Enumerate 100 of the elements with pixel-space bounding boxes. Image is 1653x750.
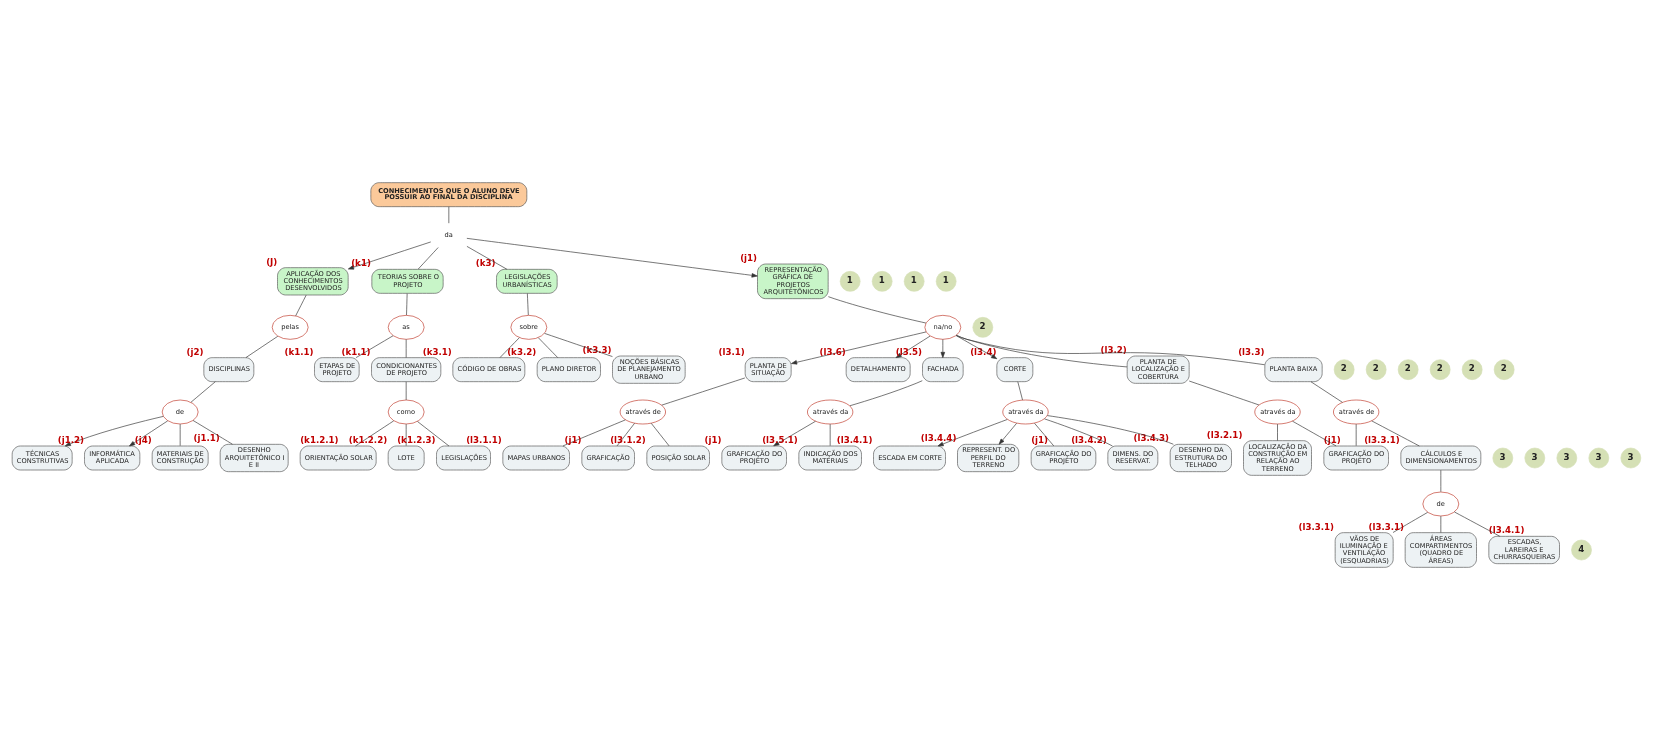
node-circle: 3	[1620, 447, 1642, 469]
arrow	[998, 422, 1017, 445]
node-circle: 3	[1492, 447, 1514, 469]
arrow	[895, 335, 931, 358]
node-circle: 1	[871, 271, 893, 292]
node-label: (l3.4.3)	[1133, 433, 1170, 444]
node-label: (l3.5.1)	[762, 434, 798, 445]
connector	[1188, 380, 1260, 406]
node-label: (j4)	[134, 434, 152, 445]
node-label: (k1.1)	[341, 346, 371, 357]
node-circle: 2	[1397, 359, 1419, 380]
arrow	[773, 420, 816, 447]
connector	[562, 419, 626, 447]
connector	[544, 333, 613, 357]
node-label: (l3.4.1)	[836, 434, 873, 445]
node-circle: 3	[1588, 447, 1610, 469]
node-label: (l3.6)	[819, 346, 846, 357]
node-circle: 2	[1333, 359, 1355, 380]
node-circle: 3	[1524, 447, 1546, 469]
node-label: (l3.2.1)	[1206, 429, 1243, 440]
node-label: (l3.4.1)	[1488, 525, 1525, 536]
node-label: (k1.2.1)	[300, 434, 339, 445]
connector	[417, 247, 439, 270]
node-label: (k3.1)	[422, 346, 452, 357]
node-label: (k3.2)	[507, 346, 537, 357]
connector	[537, 337, 559, 358]
arrow	[937, 419, 1008, 447]
node-label: (l3.3.1)	[1368, 521, 1405, 532]
node-circle: 2	[1429, 359, 1451, 380]
connector	[499, 337, 520, 358]
node-label: (l3.1.1)	[466, 434, 502, 445]
connector	[466, 246, 508, 270]
node-label: (l3.4.4)	[920, 433, 957, 444]
arrow	[129, 420, 169, 447]
connector	[1017, 381, 1023, 401]
node-label: (j1)	[564, 434, 582, 445]
node-label: (k3.3)	[582, 344, 612, 355]
node-label: (j1.1)	[193, 433, 220, 444]
node-label: (j1.2)	[57, 434, 85, 445]
node-label: (l3.4.2)	[1071, 434, 1107, 445]
connector	[417, 421, 450, 447]
connector	[405, 339, 407, 358]
arrow	[955, 335, 998, 360]
connector	[650, 422, 670, 447]
connector	[190, 381, 216, 403]
node-label: (k1.2.3)	[397, 434, 436, 445]
connector	[955, 335, 1265, 366]
node-circle: 1	[839, 271, 861, 292]
connector	[1277, 423, 1278, 441]
connector	[1392, 512, 1428, 533]
connector	[956, 334, 1128, 368]
node-circle: 2	[1493, 359, 1515, 380]
node-label: (l3.3.1)	[1364, 434, 1400, 445]
connector	[406, 293, 408, 316]
node-circle: 2	[1365, 359, 1387, 380]
node-label: (l3.3)	[1238, 346, 1265, 357]
connector	[245, 335, 279, 358]
connector	[1047, 415, 1174, 445]
connector	[849, 380, 923, 407]
node-label: (l3.3.1)	[1298, 521, 1335, 532]
node-label: (l3.2)	[1100, 344, 1127, 355]
node-circle: 2	[972, 317, 994, 338]
arrow	[791, 331, 927, 365]
arrow	[347, 241, 432, 270]
connector	[661, 377, 746, 406]
node-label: (k1)	[351, 258, 371, 269]
connector	[616, 422, 635, 447]
node-label: (j1)	[1031, 434, 1049, 445]
node-circle: 1	[903, 271, 925, 292]
node-label: (j2)	[186, 346, 204, 357]
connector	[1440, 515, 1442, 533]
connector	[355, 335, 394, 358]
connector	[1034, 422, 1055, 447]
connector	[527, 293, 529, 316]
node-label: (k1.1)	[284, 346, 314, 357]
connector	[828, 296, 927, 324]
arrow	[64, 416, 164, 447]
node-label: (k3)	[475, 258, 496, 269]
node-circle: 4	[1571, 539, 1592, 561]
connector	[1044, 418, 1113, 447]
node-label: (l3.4)	[970, 346, 997, 357]
node-label: (j1)	[704, 434, 722, 445]
node-circle: 2	[1461, 359, 1483, 380]
connector	[1454, 511, 1501, 537]
connector	[355, 420, 395, 447]
connector	[1292, 420, 1337, 447]
connector	[192, 420, 233, 445]
connector	[295, 294, 307, 317]
node-label: (J)	[266, 256, 278, 267]
node-label: (l3.1)	[718, 346, 745, 357]
node-label: (j1)	[740, 252, 758, 263]
node-label: (j1)	[1323, 434, 1341, 445]
node-circle: 1	[935, 271, 957, 292]
node-label: (k1.2.2)	[348, 434, 388, 445]
node-circle: 3	[1556, 447, 1578, 469]
node-label: (l3.5)	[895, 346, 923, 357]
node-label: (l3.1.2)	[610, 434, 646, 445]
arrow	[940, 339, 946, 358]
connector	[1310, 381, 1343, 403]
arrow	[466, 238, 758, 278]
